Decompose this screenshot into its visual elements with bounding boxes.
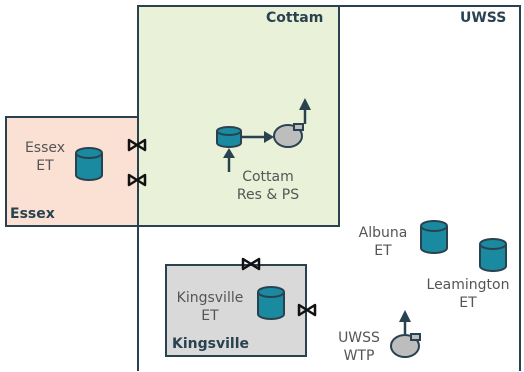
essex-valve-upper-icon <box>127 138 147 152</box>
uwss-wtp-label: UWSS WTP <box>338 330 380 364</box>
essex-et-tank-icon <box>75 147 103 181</box>
cottam-flow-arrow-icon <box>242 131 274 143</box>
uwss-title: UWSS <box>460 10 507 26</box>
albuna-et-tank-icon <box>420 220 448 254</box>
leamington-et-label: Leamington ET <box>426 277 510 311</box>
cottam-title: Cottam <box>266 10 324 26</box>
leamington-et-tank-icon <box>479 238 507 272</box>
cottam-res-ps-label: Cottam Res & PS <box>236 169 300 203</box>
kingsville-et-label: Kingsville ET <box>176 290 244 324</box>
cottam-inflow-arrow-icon <box>223 148 235 172</box>
cottam-outflow-arrow-icon <box>299 98 311 124</box>
cottam-pump-icon <box>273 123 304 148</box>
kingsville-title: Kingsville <box>172 336 249 352</box>
cottam-reservoir-icon <box>216 126 242 148</box>
essex-et-label: Essex ET <box>24 140 66 174</box>
kingsville-valve-top-icon <box>241 257 261 271</box>
uwss-wtp-outflow-arrow-icon <box>399 310 411 334</box>
kingsville-et-tank-icon <box>257 286 285 320</box>
essex-title: Essex <box>10 206 55 222</box>
essex-zone <box>5 116 137 227</box>
essex-valve-lower-icon <box>127 173 147 187</box>
albuna-et-label: Albuna ET <box>358 225 408 259</box>
uwss-wtp-pump-icon <box>390 333 421 358</box>
kingsville-valve-right-icon <box>297 303 317 317</box>
